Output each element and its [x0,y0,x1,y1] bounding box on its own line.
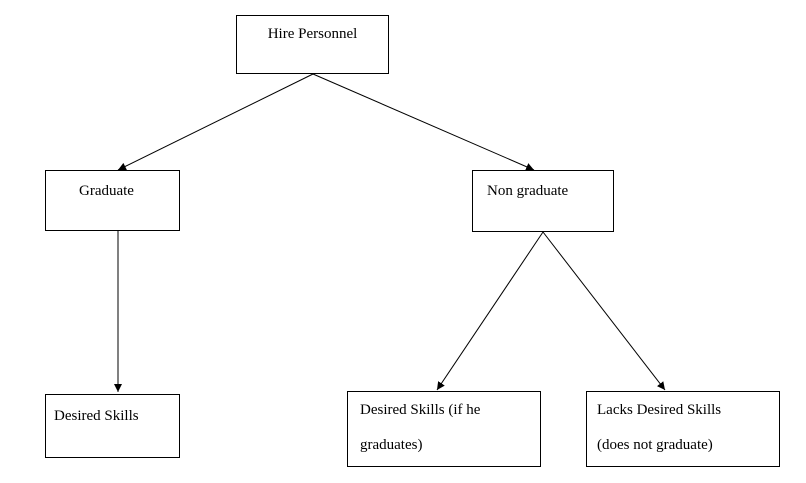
edge-non-graduate-to-desired-skills-if [436,231,544,391]
node-desired-skills-if-line1: Desired Skills (if he [360,402,481,418]
node-graduate-label: Graduate [79,183,134,199]
node-desired-skills-if-line2: graduates) [360,437,423,453]
edge-hire-to-graduate [117,73,314,171]
node-hire-personnel-label: Hire Personnel [267,26,358,42]
node-non-graduate: Non graduate [472,170,614,232]
node-lacks-desired-skills: Lacks Desired Skills (does not graduate) [586,391,780,467]
node-desired-skills-label: Desired Skills [54,408,139,424]
node-lacks-desired-skills-line2: (does not graduate) [597,437,713,453]
node-desired-skills: Desired Skills [45,394,180,458]
node-lacks-desired-skills-line1: Lacks Desired Skills [597,402,722,418]
node-desired-skills-if-graduates: Desired Skills (if he graduates) [347,391,541,467]
node-non-graduate-label: Non graduate [487,183,569,199]
edge-hire-to-non-graduate [312,73,535,171]
node-graduate: Graduate [45,170,180,231]
node-hire-personnel: Hire Personnel [236,15,389,74]
edge-non-graduate-to-lacks-skills [542,231,666,391]
